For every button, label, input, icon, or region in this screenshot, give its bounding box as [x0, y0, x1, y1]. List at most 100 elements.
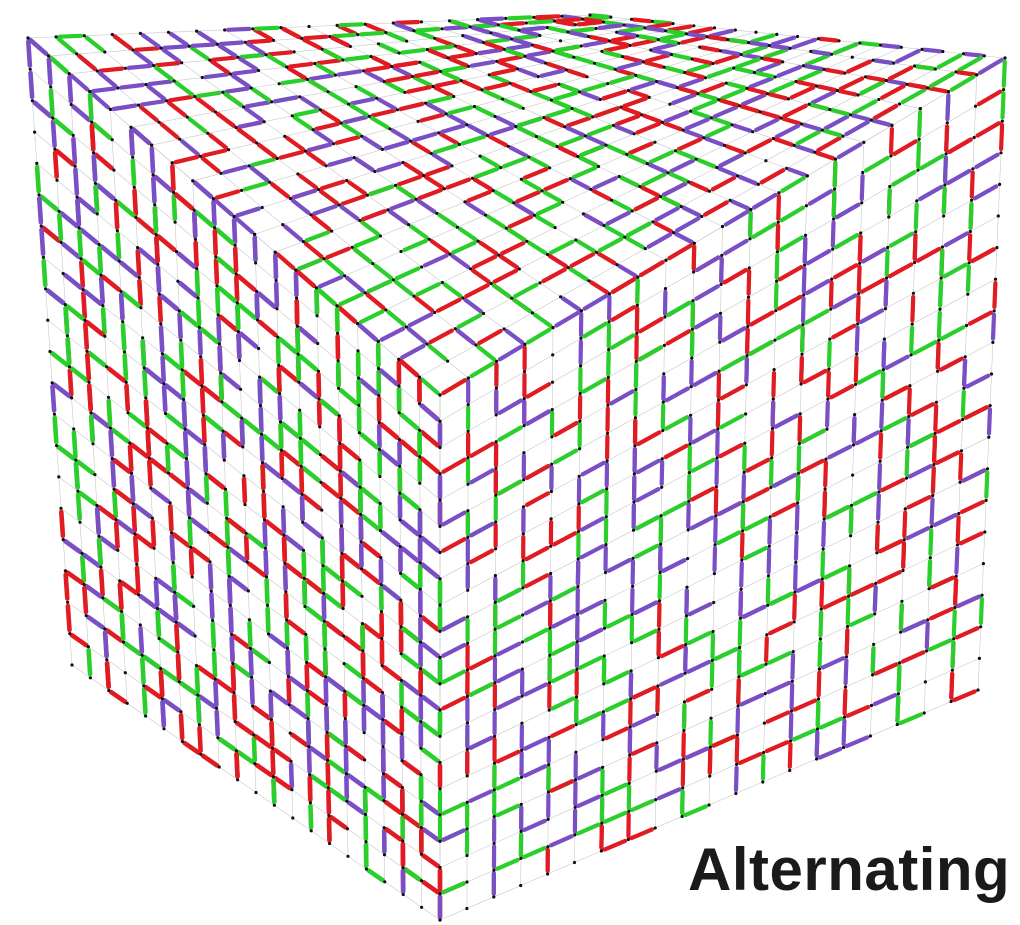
bond: [202, 445, 209, 473]
lattice-node: [792, 620, 796, 624]
bond: [235, 720, 254, 736]
bond: [197, 328, 203, 356]
lattice-node: [157, 636, 161, 641]
lattice-node: [237, 358, 242, 363]
bond: [990, 312, 997, 341]
lattice-node: [958, 480, 962, 484]
bond: [379, 422, 400, 440]
lattice-node: [945, 121, 949, 125]
bond: [596, 251, 617, 266]
bond: [185, 489, 192, 517]
bond: [341, 122, 362, 137]
lattice-node: [380, 637, 384, 641]
bond: [895, 48, 921, 64]
bond: [280, 421, 301, 439]
bond: [261, 492, 267, 519]
lattice-node: [184, 457, 189, 461]
bond: [326, 788, 332, 815]
lattice-node: [154, 576, 158, 581]
bond: [634, 543, 660, 559]
bond: [972, 184, 999, 201]
lattice-node: [186, 486, 190, 490]
lattice-node: [222, 458, 226, 462]
bond: [693, 313, 720, 330]
lattice-node: [75, 52, 79, 56]
bond: [963, 405, 989, 420]
lattice-node: [805, 174, 809, 178]
lattice-node: [864, 75, 868, 79]
lattice-node: [936, 369, 940, 373]
bond: [175, 653, 182, 681]
lattice-node: [663, 315, 667, 319]
lattice-node: [628, 43, 632, 48]
bond: [755, 61, 782, 74]
bond: [386, 309, 407, 327]
bond: [321, 481, 341, 499]
bond: [800, 296, 806, 324]
bond: [212, 228, 218, 256]
lattice-node: [815, 727, 820, 731]
bond: [441, 378, 467, 396]
lattice-node: [360, 594, 364, 598]
bond: [215, 678, 234, 694]
lattice-node: [199, 752, 203, 756]
lattice-node: [767, 43, 771, 48]
bond: [636, 74, 657, 83]
bond: [113, 201, 120, 230]
bond: [958, 452, 964, 481]
bond: [180, 139, 200, 157]
lattice-node: [775, 279, 779, 283]
bond: [173, 192, 194, 211]
bond: [225, 548, 232, 576]
bond: [178, 341, 185, 369]
lattice-node: [438, 472, 442, 476]
bond: [65, 337, 72, 366]
lattice-node: [424, 101, 428, 105]
bond: [763, 636, 769, 663]
bond: [257, 378, 263, 405]
bond: [935, 450, 961, 465]
lattice-node: [444, 112, 448, 116]
lattice-node: [901, 568, 905, 573]
bond: [734, 736, 740, 763]
lattice-node: [494, 440, 498, 444]
lattice-node: [550, 380, 555, 384]
lattice-node: [345, 799, 349, 803]
bond: [684, 117, 711, 131]
bond: [133, 49, 154, 66]
bond: [610, 277, 637, 294]
bond: [160, 667, 180, 683]
bond: [63, 305, 70, 335]
bond: [112, 490, 119, 519]
lattice-node: [882, 337, 887, 341]
bond: [198, 357, 205, 385]
lattice-node: [1002, 88, 1006, 92]
bond: [480, 155, 501, 169]
lattice-node: [420, 265, 424, 269]
bond: [303, 241, 324, 259]
bond: [135, 533, 155, 549]
bond: [253, 734, 273, 749]
lattice-node: [861, 170, 865, 175]
lattice-node: [754, 30, 758, 34]
bond: [814, 730, 820, 758]
lattice-node: [574, 750, 578, 754]
bond: [792, 698, 818, 712]
bond: [748, 339, 774, 356]
lattice-node: [438, 760, 442, 765]
bond: [526, 49, 552, 58]
lattice-node: [367, 114, 371, 118]
bond: [763, 47, 789, 60]
bond: [239, 52, 265, 60]
bond: [159, 293, 180, 312]
lattice-node: [899, 45, 903, 49]
lattice-node: [151, 173, 155, 177]
lattice-node: [438, 708, 442, 712]
bond: [215, 111, 236, 128]
lattice-node: [765, 633, 769, 637]
lattice-node: [233, 243, 237, 247]
bond: [831, 293, 858, 310]
lattice-node: [770, 426, 775, 431]
bond: [945, 93, 951, 122]
